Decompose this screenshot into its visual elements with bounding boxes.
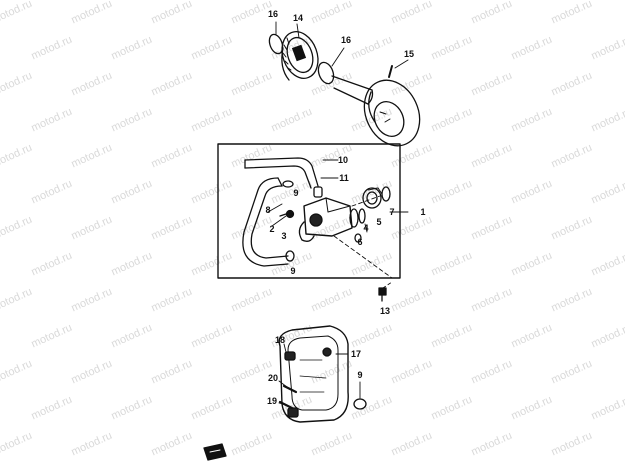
pump-body (267, 159, 409, 279)
callout-6: 6 (357, 237, 363, 247)
callout-10: 10 (337, 155, 349, 165)
callout-14: 14 (292, 13, 304, 23)
pump-frame (217, 143, 401, 279)
callout-2: 2 (269, 224, 275, 234)
gear-assembly (268, 21, 421, 147)
callout-16: 16 (267, 9, 279, 19)
cover-plate (278, 325, 367, 423)
callout-9: 9 (293, 188, 299, 198)
orientation-icon (203, 443, 227, 461)
callout-11: 11 (339, 173, 349, 183)
hoses (242, 157, 319, 267)
callout-20: 20 (267, 373, 279, 383)
callout-9: 9 (290, 266, 296, 276)
callout-5: 5 (376, 217, 382, 227)
callout-18: 18 (274, 335, 286, 345)
callout-4: 4 (363, 223, 369, 233)
bolt-13 (378, 281, 393, 302)
callout-19: 19 (266, 396, 278, 406)
callout-15: 15 (403, 49, 415, 59)
callout-9: 9 (357, 370, 363, 380)
callout-16: 16 (340, 35, 352, 45)
callout-13: 13 (379, 306, 391, 316)
callout-3: 3 (281, 231, 287, 241)
callout-1: 1 (420, 207, 426, 217)
callout-17: 17 (350, 349, 362, 359)
callout-8: 8 (265, 205, 271, 215)
callout-7: 7 (389, 207, 395, 217)
